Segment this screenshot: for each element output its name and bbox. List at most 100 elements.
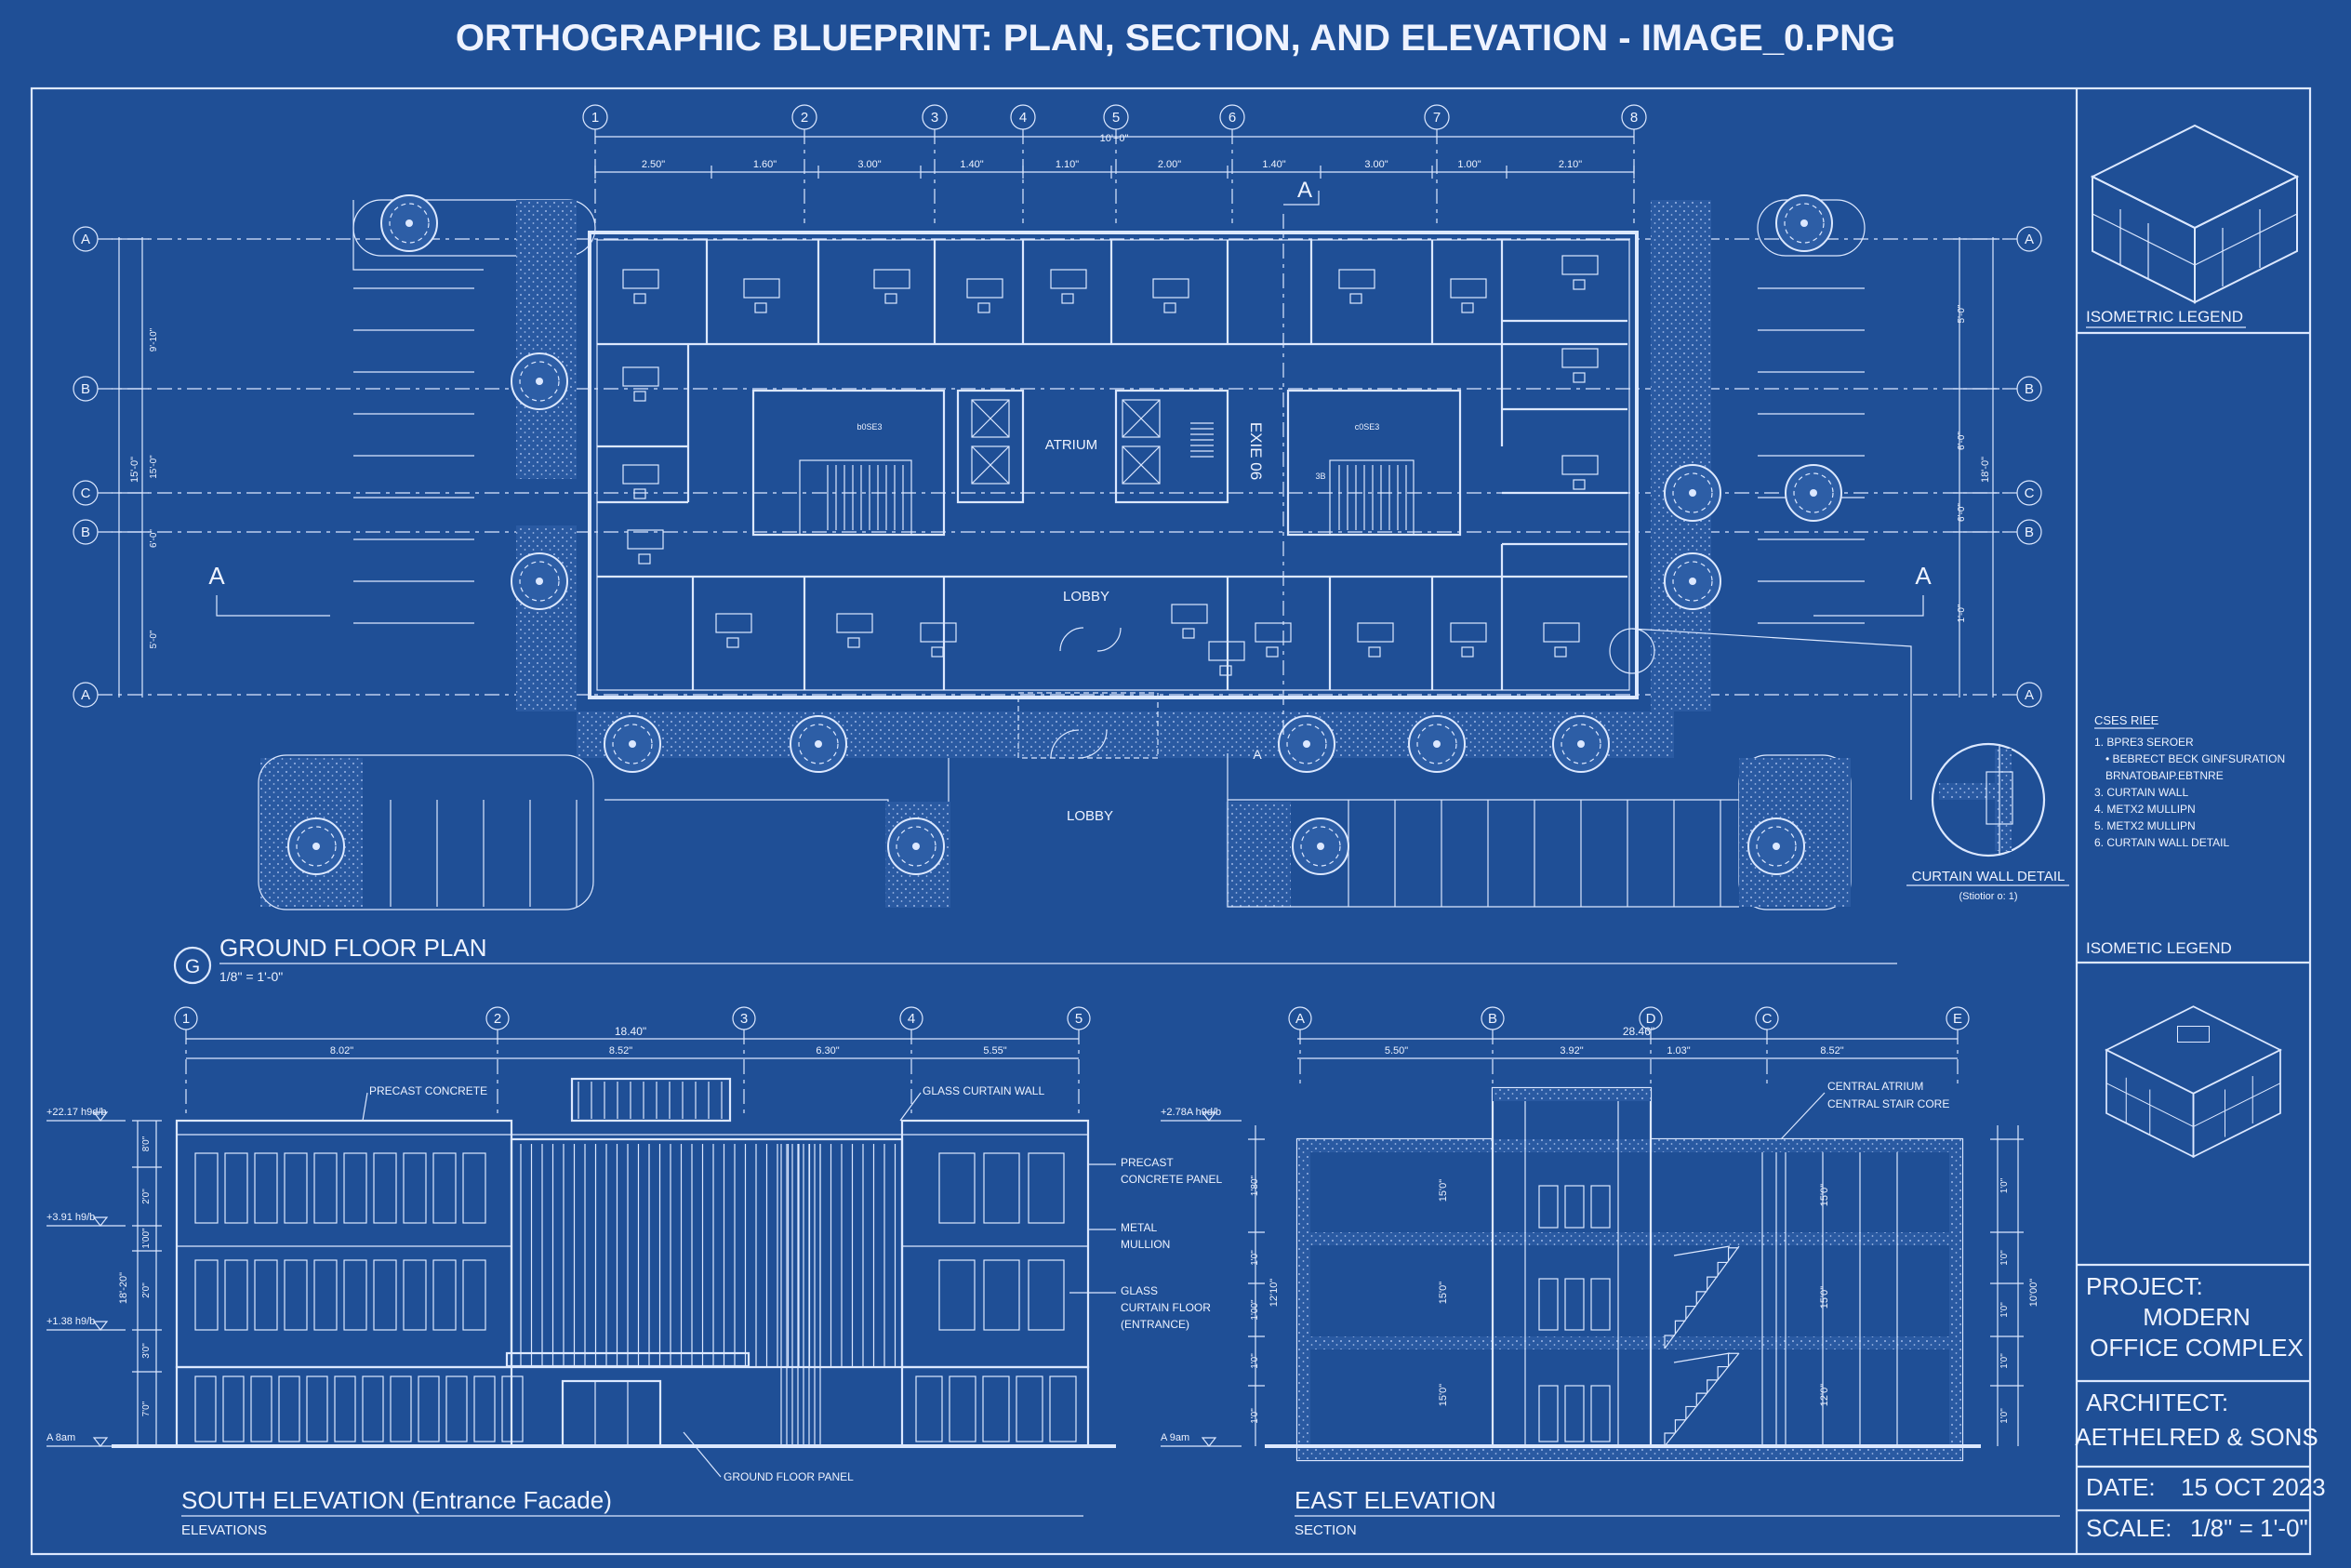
- date-label: DATE:: [2086, 1473, 2156, 1501]
- plan-top-dim-5: 2.00": [1158, 159, 1181, 170]
- plan-grid-row-left-2: C: [81, 485, 91, 501]
- callout-metal: METAL: [1121, 1221, 1157, 1234]
- project-name-line2: OFFICE COMPLEX: [2090, 1334, 2304, 1362]
- section-dim-2: 1.03": [1667, 1045, 1690, 1056]
- title-block: ISOMETRIC LEGEND ISOMETIC LEGEND PROJECT…: [2075, 125, 2326, 1542]
- callout-mullion: MULLION: [1121, 1238, 1170, 1251]
- plan-left-dim-3: 5'-0": [149, 630, 159, 648]
- plan-grid-bubble-4: 4: [1019, 110, 1027, 126]
- callout-precast: PRECAST: [1121, 1156, 1174, 1169]
- plan-label-exit: EXIE 06: [1247, 422, 1265, 480]
- plan-label-atrium: ATRIUM: [1045, 437, 1097, 453]
- plan-note-3: 3. CURTAIN WALL: [2094, 786, 2188, 799]
- plan-room-tag-b: c0SE3: [1355, 422, 1380, 432]
- section-grid-bubble-D: D: [1646, 1011, 1656, 1027]
- plan-label-lobby: LOBBY: [1063, 589, 1109, 605]
- plan-note-2: BRNATOBAIP.EBTNRE: [2105, 769, 2224, 782]
- section-right-vdim-4: 1'0": [1999, 1408, 2010, 1424]
- section-mark-small: A: [1253, 747, 1262, 762]
- callout-entrance: (ENTRANCE): [1121, 1318, 1189, 1331]
- plan-left-dim-1: 15'-0": [149, 455, 159, 479]
- section-right-vertical-total: 10'00": [2028, 1279, 2039, 1308]
- plan-note-5: 5. METX2 MULLIPN: [2094, 819, 2196, 832]
- section-grid-bubble-E: E: [1953, 1011, 1962, 1027]
- plan-left-total: 15'-0": [129, 457, 140, 483]
- plan-note-4: 4. METX2 MULLIPN: [2094, 803, 2196, 816]
- plan-title-badge-letter: G: [185, 956, 200, 977]
- callout-ground-floor-panel: GROUND FLOOR PANEL: [724, 1470, 854, 1483]
- plan-grid-row-left-4: A: [81, 687, 90, 703]
- date-value: 15 OCT 2023: [2181, 1473, 2326, 1501]
- section-right-vdim-1: 1'0": [1999, 1250, 2010, 1266]
- section-level-1: A 9am: [1161, 1432, 1189, 1443]
- sheet-title: ORTHOGRAPHIC BLUEPRINT: PLAN, SECTION, A…: [456, 18, 1895, 59]
- section-dim-3: 8.52": [1820, 1045, 1843, 1056]
- plan-top-dim-2: 3.00": [857, 159, 881, 170]
- east-elevation-subtitle: SECTION: [1295, 1522, 1357, 1538]
- south-elevation-subtitle: ELEVATIONS: [181, 1522, 267, 1538]
- plan-grid-bubble-8: 8: [1630, 110, 1638, 126]
- plan-top-dim-6: 1.40": [1262, 159, 1285, 170]
- elevation-dim-3: 5.55": [983, 1045, 1006, 1056]
- plan-note-6: 6. CURTAIN WALL DETAIL: [2094, 836, 2229, 849]
- section-right-vdim-3: 1'0": [1999, 1353, 2010, 1369]
- sheet-border: [30, 86, 2312, 1556]
- plan-grid-bubble-2: 2: [801, 110, 808, 126]
- curtain-wall-detail-sub: (Stiotior o: 1): [1959, 891, 2018, 902]
- plan-left-dim-0: 9'-10": [149, 327, 159, 352]
- elevation-level-2: +1.38 h9/b: [46, 1316, 95, 1327]
- section-left-vdim-4: 1'0": [1250, 1408, 1260, 1424]
- plan-grid-row-left-3: B: [81, 525, 90, 540]
- callout-central-stair-core: CENTRAL STAIR CORE: [1827, 1097, 1949, 1110]
- architect-label: ARCHITECT:: [2086, 1389, 2228, 1416]
- plan-right-dim-0: 5'-0": [1957, 304, 1967, 323]
- plan-grid-bubble-7: 7: [1433, 110, 1441, 126]
- plan-top-dim-7: 3.00": [1364, 159, 1388, 170]
- plan-total-dimension: 10'+0": [1100, 133, 1129, 144]
- elevation-level-3: A 8am: [46, 1432, 75, 1443]
- plan-grid-bubble-3: 3: [931, 110, 938, 126]
- east-elevation-title: EAST ELEVATION: [1295, 1486, 1496, 1514]
- section-total-dimension: 28.46": [1623, 1025, 1654, 1038]
- plan-right-dim-2: 6'-0": [1957, 503, 1967, 522]
- elevation-dim-2: 6.30": [816, 1045, 839, 1056]
- plan-left-dim-2: 6'-0": [149, 529, 159, 548]
- elevation-grid-bubble-2: 2: [494, 1011, 501, 1027]
- elevation-vdim-2: 1'00": [141, 1228, 152, 1249]
- section-grid-bubble-C: C: [1762, 1011, 1773, 1027]
- section-grid-bubble-A: A: [1295, 1011, 1305, 1027]
- elevation-grid-bubble-1: 1: [182, 1011, 190, 1027]
- curtain-wall-detail-label: CURTAIN WALL DETAIL: [1912, 869, 2065, 884]
- section-level-0: +2.78A h9d/b: [1161, 1107, 1221, 1118]
- callout-precast-concrete: PRECAST CONCRETE: [369, 1084, 487, 1097]
- plan-room-tag-c: 3B: [1315, 472, 1325, 481]
- section-left-vdim-2: 1'00": [1250, 1299, 1260, 1321]
- callout-glass: GLASS: [1121, 1284, 1158, 1297]
- plan-grid-bubble-1: 1: [591, 110, 599, 126]
- elevation-grid-bubble-3: 3: [740, 1011, 748, 1027]
- section-left-vdim-0: 1'80": [1250, 1175, 1260, 1196]
- section-inner-dim-0: 15'0": [1438, 1179, 1449, 1202]
- elevation-vdim-1: 2'0": [141, 1189, 152, 1204]
- plan-title: GROUND FLOOR PLAN: [219, 934, 487, 962]
- project-label: PROJECT:: [2086, 1272, 2203, 1300]
- elevation-dim-1: 8.52": [609, 1045, 632, 1056]
- plan-title-badge: [173, 946, 212, 985]
- elevation-vdim-0: 8'0": [141, 1136, 152, 1151]
- plan-grid-row-right-4: A: [2025, 687, 2034, 703]
- section-grid-bubble-B: B: [1488, 1011, 1497, 1027]
- elevation-grid-bubble-5: 5: [1075, 1011, 1083, 1027]
- plan-grid-row-right-2: C: [2025, 485, 2035, 501]
- plan-top-dim-4: 1.10": [1056, 159, 1079, 170]
- plan-grid-row-right-3: B: [2025, 525, 2034, 540]
- section-inner-dim-right-1: 15'0": [1819, 1286, 1830, 1309]
- plan-note-1: • BEBRECT BECK GINFSURATION: [2105, 752, 2285, 765]
- section-left-vdim-1: 1'0": [1250, 1250, 1260, 1266]
- plan-grid-row-right-1: B: [2025, 381, 2034, 397]
- plan-top-dim-3: 1.40": [960, 159, 983, 170]
- plan-note-0: 1. BPRE3 SEROER: [2094, 736, 2194, 749]
- elevation-grid-bubble-4: 4: [908, 1011, 915, 1027]
